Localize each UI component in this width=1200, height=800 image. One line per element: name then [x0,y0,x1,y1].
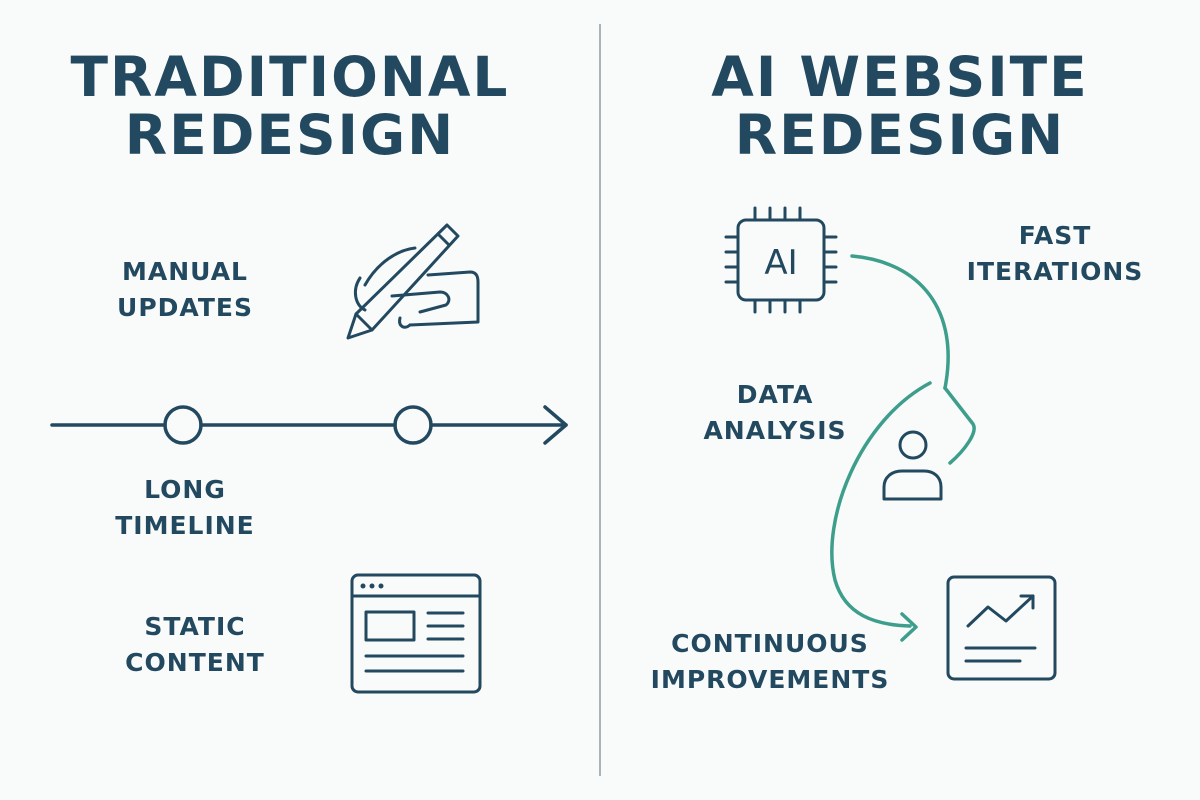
panel-divider [599,24,601,776]
long-timeline-line1: LONG [144,475,226,504]
data-analysis-label: DATA ANALYSIS [670,377,880,449]
manual-updates-label: MANUAL UPDATES [85,254,285,326]
right-title-line1: AI WEBSITE [711,45,1089,109]
static-content-line2: CONTENT [125,648,265,677]
fast-iterations-line2: ITERATIONS [966,257,1144,286]
data-analysis-line1: DATA [736,380,814,409]
long-timeline-line2: TIMELINE [115,511,255,540]
long-timeline-label: LONG TIMELINE [85,472,285,544]
continuous-improvements-line2: IMPROVEMENTS [650,665,890,694]
right-title-line2: REDESIGN [734,103,1066,167]
static-content-line1: STATIC [144,612,246,641]
continuous-improvements-label: CONTINUOUS IMPROVEMENTS [630,626,910,698]
left-title-line1: TRADITIONAL [70,45,510,109]
right-title: AI WEBSITE REDESIGN [640,48,1160,164]
ai-chip-text: AI [764,243,797,283]
fast-iterations-label: FAST ITERATIONS [950,218,1160,290]
fast-iterations-line1: FAST [1018,221,1092,250]
left-title: TRADITIONAL REDESIGN [30,48,550,164]
left-title-line2: REDESIGN [124,103,456,167]
manual-updates-line2: UPDATES [117,293,253,322]
data-analysis-line2: ANALYSIS [703,416,847,445]
continuous-improvements-line1: CONTINUOUS [671,629,869,658]
manual-updates-line1: MANUAL [122,257,248,286]
static-content-label: STATIC CONTENT [95,609,295,681]
